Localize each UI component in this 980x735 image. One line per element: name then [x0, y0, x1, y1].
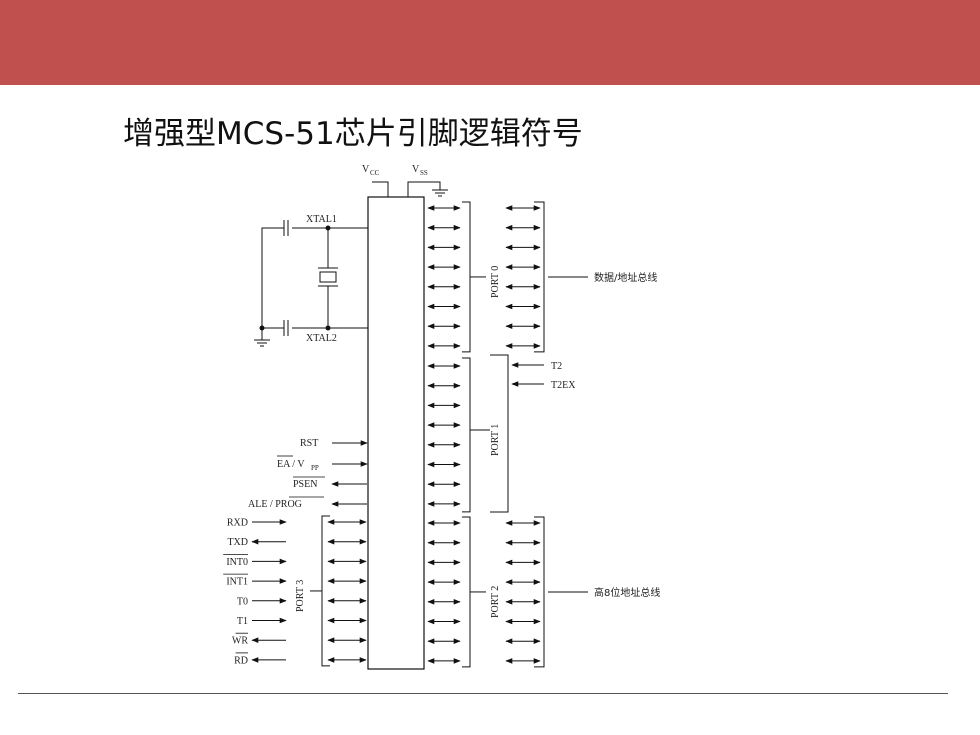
ea-vpp-sub-label: PP [311, 464, 319, 472]
slide-title: 增强型MCS-51芯片引脚逻辑符号 [123, 116, 583, 152]
port3-pin-label-txd: TXD [227, 537, 248, 548]
control-pins: RST EA / V PP PSEN ALE / PROG [248, 438, 368, 510]
port3-pin-label-t1: T1 [237, 616, 248, 627]
vss-sub-label: SS [420, 169, 428, 177]
vcc-pin: V CC [362, 164, 389, 197]
t2ex-label: T2EX [551, 380, 576, 391]
xtal1-label: XTAL1 [306, 214, 337, 225]
port0-label: PORT 0 [490, 266, 501, 298]
port1-outer-bracket [490, 354, 509, 513]
port0-group [427, 201, 545, 353]
port3-bracket [321, 515, 330, 667]
port2-group [427, 516, 545, 668]
port3-pin-label-int0: INT0 [226, 557, 248, 568]
port2-bus-label: 高8位地址总线 [594, 586, 660, 599]
title-banner [0, 0, 980, 85]
port0-bus-label: 数据/地址总线 [594, 271, 657, 284]
ale-prog-label: ALE / PROG [248, 499, 302, 510]
port3-pin-label-rd: RD [234, 655, 248, 666]
ea-vpp-label: EA / V [277, 459, 305, 470]
chip-body [367, 196, 425, 670]
port3-pin-label-wr: WR [232, 636, 248, 647]
xtal2-label: XTAL2 [306, 333, 337, 344]
port0-bus-bracket [534, 201, 545, 353]
port3-pin-label-rxd: RXD [227, 518, 248, 529]
port1-bracket [462, 357, 471, 513]
port3-pin-label-int1: INT1 [226, 577, 248, 588]
vcc-sub-label: CC [370, 169, 380, 177]
port3-label: PORT 3 [295, 580, 306, 612]
vss-label: V [412, 164, 420, 175]
port2-bracket [462, 516, 471, 668]
port1-group [427, 354, 509, 513]
vcc-label: V [362, 164, 370, 175]
port0-bracket [462, 201, 471, 353]
psen-label: PSEN [293, 479, 317, 490]
port3-pin-label-t0: T0 [237, 596, 248, 607]
rst-label: RST [300, 438, 318, 449]
port1-label: PORT 1 [490, 424, 501, 456]
vss-pin: V SS [407, 164, 448, 197]
port2-label: PORT 2 [490, 586, 501, 618]
t2-label: T2 [551, 361, 562, 372]
bottom-divider [18, 693, 948, 694]
crystal-circuit [254, 220, 368, 347]
port2-bus-bracket [534, 516, 545, 668]
